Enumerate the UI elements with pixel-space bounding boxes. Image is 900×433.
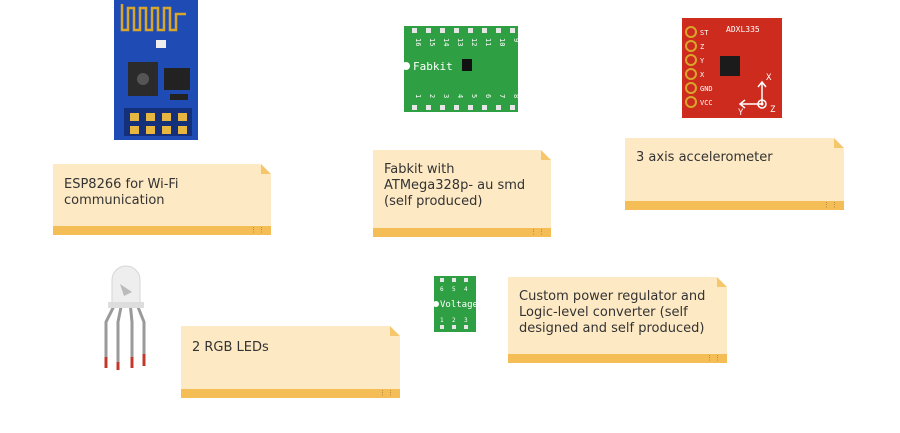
note-bar — [53, 226, 271, 235]
fabkit-pin-label-bottom: 2 — [428, 94, 436, 98]
fabkit-pin-pad — [496, 28, 501, 33]
fabkit-pin-pad — [412, 28, 417, 33]
fabkit-board: 161514131211109 12345678 Fabkit — [404, 26, 518, 112]
fabkit-pin-pad — [412, 105, 417, 110]
note-fold-corner — [717, 277, 727, 287]
adxl-pin-pad — [685, 26, 697, 38]
accelerometer-label: 3 axis accelerometer — [636, 150, 773, 165]
reg-pin-top-2: 5 — [452, 286, 456, 293]
note-fold-corner — [541, 150, 551, 160]
fabkit-pin-label-top: 13 — [456, 38, 464, 46]
fabkit-pin-pad — [496, 105, 501, 110]
fabkit-pin-pad — [468, 105, 473, 110]
adxl-pin-pad — [685, 54, 697, 66]
esp8266-note: ESP8266 for Wi-Fi communication ⋮⋮ — [53, 164, 271, 235]
regulator-note: Custom power regulator and Logic-level c… — [508, 277, 727, 363]
note-dots: ⋮⋮ — [706, 354, 722, 362]
fabkit-pin-label-top: 10 — [498, 38, 506, 46]
adxl-pin-pad — [685, 40, 697, 52]
axis-label-x: X — [766, 73, 772, 83]
fabkit-pin-pad — [482, 105, 487, 110]
rgb-led — [104, 265, 146, 370]
rgb-led-label: 2 RGB LEDs — [192, 340, 269, 355]
fabkit-pin-label-bottom: 7 — [498, 94, 506, 98]
fabkit-pin-pad — [482, 28, 487, 33]
fabkit-pin-pad — [440, 28, 445, 33]
fabkit-pin-label-top: 9 — [512, 38, 518, 42]
regulator-board: 6 5 4 1 2 3 Voltage — [434, 276, 476, 332]
accelerometer-note: 3 axis accelerometer ⋮⋮ — [625, 138, 844, 210]
esp8266-module — [114, 0, 198, 140]
note-bar — [508, 354, 727, 363]
note-bar — [373, 228, 551, 237]
esp8266-label: ESP8266 for Wi-Fi communication — [64, 177, 179, 208]
adxl-pin-pad — [685, 68, 697, 80]
adxl-pin-label: Z — [700, 43, 704, 51]
fabkit-pin-pad — [510, 105, 515, 110]
fabkit-pin-pad — [426, 28, 431, 33]
fabkit-pin-label-top: 15 — [428, 38, 436, 46]
adxl-pin-pad — [685, 82, 697, 94]
note-dots: ⋮⋮ — [823, 201, 839, 209]
fabkit-pin-pad — [440, 105, 445, 110]
reg-pin-bottom-1: 1 — [440, 317, 444, 324]
adxl-pin-label: ST — [700, 29, 709, 37]
note-dots: ⋮⋮ — [250, 226, 266, 234]
fabkit-pin-label-top: 16 — [414, 38, 422, 46]
note-fold-corner — [390, 326, 400, 336]
reg-pin-top-3: 4 — [464, 286, 468, 293]
adxl-pin-label: GND — [700, 85, 713, 93]
fabkit-pin-label-top: 12 — [470, 38, 478, 46]
regulator-label: Custom power regulator and Logic-level c… — [519, 289, 706, 336]
fabkit-pin-pad — [426, 105, 431, 110]
note-bar — [625, 201, 844, 210]
fabkit-note: Fabkit with ATMega328p- au smd (self pro… — [373, 150, 551, 237]
note-fold-corner — [834, 138, 844, 148]
note-bar — [181, 389, 400, 398]
note-fold-corner — [261, 164, 271, 174]
fabkit-pin-label-top: 14 — [442, 38, 450, 46]
fabkit-pin-label-bottom: 8 — [512, 94, 518, 98]
reg-pin-top-1: 6 — [440, 286, 444, 293]
note-dots: ⋮⋮ — [379, 389, 395, 397]
axis-label-y: Y — [738, 108, 744, 118]
adxl-pin-label: X — [700, 71, 705, 79]
fabkit-pin-label-bottom: 6 — [484, 94, 492, 98]
note-dots: ⋮⋮ — [530, 228, 546, 236]
fabkit-pin-label-bottom: 4 — [456, 94, 464, 98]
fabkit-board-text: Fabkit — [413, 60, 453, 73]
adxl-pin-label: VCC — [700, 99, 713, 107]
fabkit-pin-label-bottom: 5 — [470, 94, 478, 98]
fabkit-pin-pad — [468, 28, 473, 33]
adxl-pin-pad — [685, 96, 697, 108]
reg-pin-bottom-2: 2 — [452, 317, 456, 324]
fabkit-pin-label-bottom: 3 — [442, 94, 450, 98]
adxl-board-title: ADXL335 — [726, 25, 760, 34]
fabkit-pin-label-top: 11 — [484, 38, 492, 46]
rgb-led-note: 2 RGB LEDs ⋮⋮ — [181, 326, 400, 398]
fabkit-pin-pad — [510, 28, 515, 33]
fabkit-label: Fabkit with ATMega328p- au smd (self pro… — [384, 162, 526, 209]
fabkit-pin-label-bottom: 1 — [414, 94, 422, 98]
axis-label-z: Z — [770, 105, 776, 115]
regulator-board-text: Voltage — [440, 300, 476, 310]
adxl-pin-label: Y — [700, 57, 705, 65]
reg-pin-bottom-3: 3 — [464, 317, 468, 324]
fabkit-pin-pad — [454, 28, 459, 33]
fabkit-pin-pad — [454, 105, 459, 110]
